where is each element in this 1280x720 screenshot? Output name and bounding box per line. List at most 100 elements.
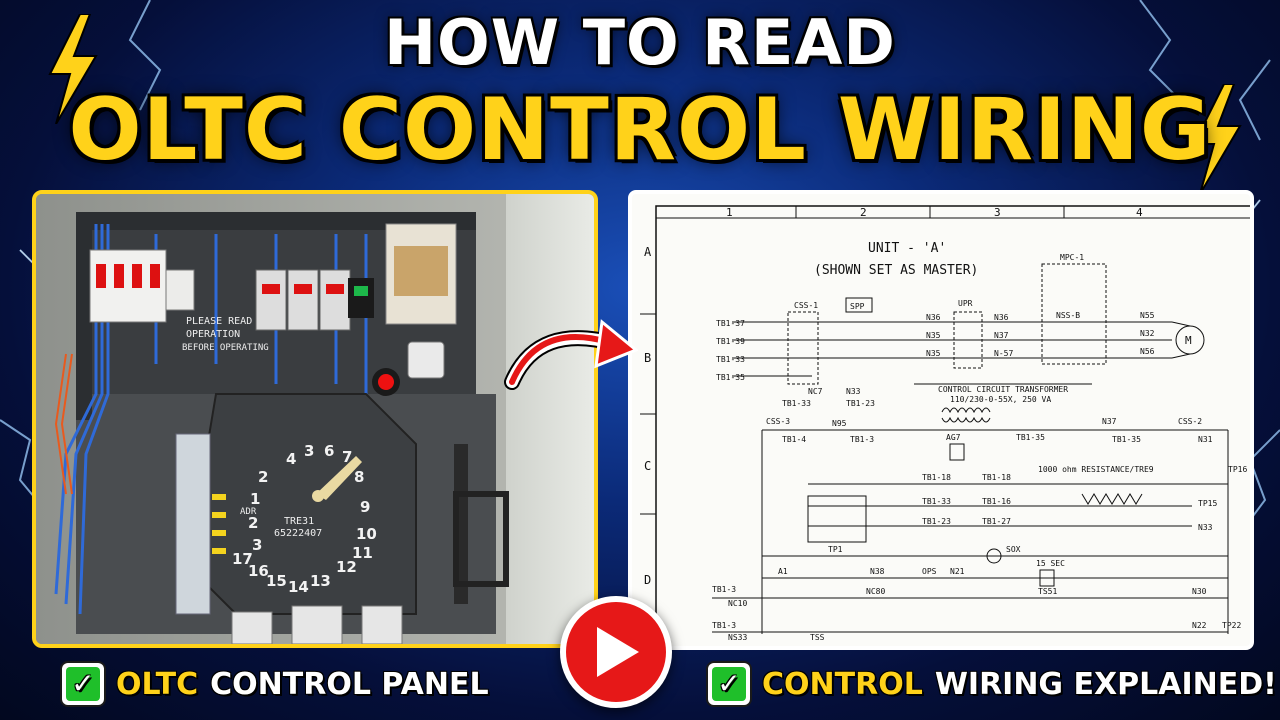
label-tb13: TB1-3 bbox=[850, 435, 874, 444]
grid-col-2: 2 bbox=[860, 206, 867, 219]
caption-left-highlight: OLTC bbox=[116, 666, 199, 702]
svg-text:11: 11 bbox=[352, 544, 373, 562]
headline: HOW TO READ OLTC CONTROL WIRING bbox=[0, 6, 1280, 180]
label-resistance: 1000 ohm RESISTANCE/TRE9 bbox=[1038, 465, 1154, 474]
grid-row-b: B bbox=[644, 351, 651, 365]
label-tb123: TB1-23 bbox=[846, 399, 875, 408]
svg-text:7: 7 bbox=[342, 448, 352, 466]
svg-text:1: 1 bbox=[250, 490, 260, 508]
label-tb123b: TB1-23 bbox=[922, 517, 951, 526]
label-tb118: TB1-18 bbox=[922, 473, 951, 482]
label-tb13b: TB1-3 bbox=[712, 585, 736, 594]
label-ns33: NS33 bbox=[728, 633, 747, 642]
checkmark-icon: ✓ bbox=[62, 663, 104, 705]
label-css1: CSS-1 bbox=[794, 301, 818, 310]
schematic-subtitle: (SHOWN SET AS MASTER) bbox=[814, 263, 978, 278]
label-cct-1: CONTROL CIRCUIT TRANSFORMER bbox=[938, 385, 1068, 394]
label-tp16: TP16 bbox=[1228, 465, 1247, 474]
label-css2: CSS-2 bbox=[1178, 417, 1202, 426]
label-tp1: TP1 bbox=[828, 545, 843, 554]
svg-text:2: 2 bbox=[258, 468, 268, 486]
svg-text:2: 2 bbox=[248, 514, 258, 532]
dial-label-2: 65222407 bbox=[274, 528, 322, 539]
label-tb133c: TB1-33 bbox=[922, 497, 951, 506]
label-ops: OPS bbox=[922, 567, 937, 576]
label-tb118b: TB1-18 bbox=[982, 473, 1011, 482]
label-tb127: TB1-27 bbox=[982, 517, 1011, 526]
checkmark-icon: ✓ bbox=[708, 663, 750, 705]
svg-text:6: 6 bbox=[324, 442, 334, 460]
label-sox: SOX bbox=[1006, 545, 1021, 554]
label-n33: N33 bbox=[846, 387, 861, 396]
grid-col-3: 3 bbox=[994, 206, 1001, 219]
curved-arrow-icon bbox=[504, 319, 638, 390]
label-n31: N31 bbox=[1198, 435, 1213, 444]
caption-right: ✓ CONTROL WIRING EXPLAINED! bbox=[708, 656, 1277, 712]
label-tss: TSS bbox=[810, 633, 825, 642]
svg-text:13: 13 bbox=[310, 572, 331, 590]
label-n95: N95 bbox=[832, 419, 847, 428]
label-tb116: TB1-16 bbox=[982, 497, 1011, 506]
grid-row-a: A bbox=[644, 245, 652, 259]
label-n33b: N33 bbox=[1198, 523, 1213, 532]
label-tb135: TB1-35 bbox=[716, 373, 745, 382]
grid-col-1: 1 bbox=[726, 206, 733, 219]
label-tb135b: TB1-35 bbox=[1016, 433, 1045, 442]
label-a1: A1 bbox=[778, 567, 788, 576]
label-nc7: NC7 bbox=[808, 387, 823, 396]
caption-left: ✓ OLTC CONTROL PANEL bbox=[62, 656, 489, 712]
label-cct-2: 110/230-0-55X, 250 VA bbox=[950, 395, 1051, 404]
label-tb133b: TB1-33 bbox=[782, 399, 811, 408]
panel-label-1: PLEASE READ bbox=[186, 316, 252, 327]
label-n38: N38 bbox=[870, 567, 885, 576]
label-n55: N55 bbox=[1140, 311, 1155, 320]
label-ag7: AG7 bbox=[946, 433, 961, 442]
schematic-title: UNIT - 'A' bbox=[868, 241, 946, 256]
label-n35b: N35 bbox=[926, 349, 941, 358]
lightning-bolt-icon-left bbox=[48, 14, 98, 124]
label-n21: N21 bbox=[950, 567, 965, 576]
svg-text:10: 10 bbox=[356, 525, 377, 543]
label-n36b: N36 bbox=[994, 313, 1009, 322]
panel-label-3: BEFORE OPERATING bbox=[182, 343, 269, 353]
label-tb13c: TB1-3 bbox=[712, 621, 736, 630]
svg-text:9: 9 bbox=[360, 498, 370, 516]
headline-line-2: OLTC CONTROL WIRING bbox=[68, 80, 1212, 180]
label-n30: N30 bbox=[1192, 587, 1207, 596]
label-tb137: TB1-37 bbox=[716, 319, 745, 328]
headline-line-1: HOW TO READ bbox=[384, 6, 896, 79]
label-n22: N22 bbox=[1192, 621, 1207, 630]
grid-row-c: C bbox=[644, 459, 651, 473]
svg-text:4: 4 bbox=[286, 450, 296, 468]
label-n37: N37 bbox=[994, 331, 1009, 340]
play-button[interactable] bbox=[560, 596, 672, 708]
svg-text:8: 8 bbox=[354, 468, 364, 486]
svg-text:14: 14 bbox=[288, 578, 309, 596]
caption-right-text: WIRING EXPLAINED! bbox=[934, 666, 1277, 702]
label-spp: SPP bbox=[850, 302, 865, 311]
label-nc80: NC80 bbox=[866, 587, 885, 596]
label-tb14: TB1-4 bbox=[782, 435, 806, 444]
label-mpc1: MPC-1 bbox=[1060, 253, 1084, 262]
label-tb133: TB1-33 bbox=[716, 355, 745, 364]
dial-label-3: ADR bbox=[240, 507, 257, 517]
label-15sec: 15 SEC bbox=[1036, 559, 1065, 568]
label-n37b: N37 bbox=[1102, 417, 1117, 426]
label-n56: N56 bbox=[1140, 347, 1155, 356]
label-n35: N35 bbox=[926, 331, 941, 340]
caption-left-text: CONTROL PANEL bbox=[210, 666, 489, 702]
panel-label-2: OPERATION bbox=[186, 329, 240, 340]
grid-row-d: D bbox=[644, 573, 651, 587]
svg-text:3: 3 bbox=[304, 442, 314, 460]
label-css3: CSS-3 bbox=[766, 417, 790, 426]
wiring-schematic: 1 2 3 4 A B C D UNIT - 'A' (SHOWN SET AS… bbox=[628, 190, 1254, 650]
caption-right-highlight: CONTROL bbox=[762, 666, 923, 702]
lightning-bolt-icon-right bbox=[1192, 84, 1242, 194]
label-tb135c: TB1-35 bbox=[1112, 435, 1141, 444]
svg-text:12: 12 bbox=[336, 558, 357, 576]
schematic-drawing: 1 2 3 4 A B C D UNIT - 'A' (SHOWN SET AS… bbox=[640, 205, 1250, 646]
label-ts51: TS51 bbox=[1038, 587, 1057, 596]
svg-text:15: 15 bbox=[266, 572, 287, 590]
label-n57: N-57 bbox=[994, 349, 1013, 358]
label-upr: UPR bbox=[958, 299, 973, 308]
